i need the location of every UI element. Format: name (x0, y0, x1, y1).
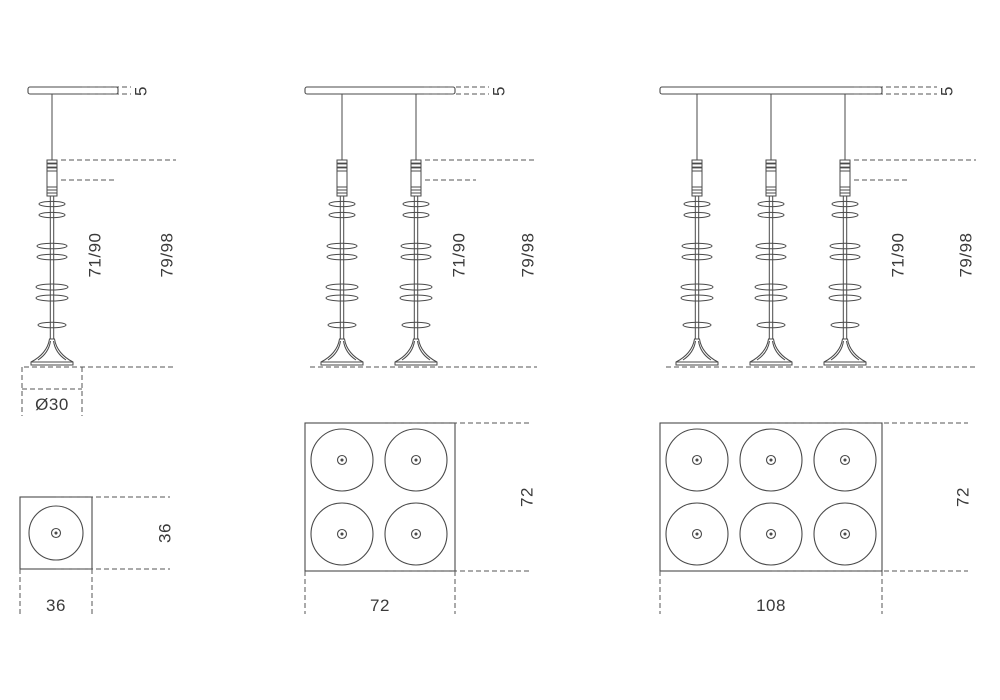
pendant-lamp (320, 93, 364, 366)
dim-plan-width: 108 (756, 596, 786, 615)
pendant-lamp (749, 93, 793, 366)
ceiling-canopy (304, 86, 456, 95)
ceiling-canopy (27, 86, 119, 95)
dim-plan-depth: 36 (156, 523, 175, 543)
dim-plan-depth: 72 (954, 487, 973, 507)
triple-pendant-plan: 72 108 (659, 422, 973, 615)
dim-body-height: 71/90 (450, 232, 469, 277)
pendant-lamp (823, 93, 867, 366)
dimension-lines (19, 496, 170, 614)
dim-plan-width: 36 (46, 596, 66, 615)
dimension-lines (666, 86, 976, 368)
dim-base-diameter: Ø30 (35, 395, 69, 414)
plan-outline (659, 422, 883, 572)
lamp-plan-circle (28, 505, 84, 561)
dim-canopy-thickness: 5 (132, 86, 151, 96)
dim-overall-height: 79/98 (519, 232, 538, 277)
dim-overall-height: 79/98 (158, 232, 177, 277)
dim-canopy-thickness: 5 (938, 86, 957, 96)
ceiling-canopy (659, 86, 883, 95)
pendant-lamp (30, 93, 74, 366)
pendant-lamp (675, 93, 719, 366)
dimension-lines (304, 422, 532, 614)
lamp-plan-circles (665, 428, 877, 566)
dimension-lines (659, 422, 968, 614)
triple-pendant-elevation: 5 71/90 79/98 (659, 86, 976, 368)
dim-body-height: 71/90 (86, 232, 105, 277)
double-pendant-plan: 72 72 (304, 422, 537, 615)
single-pendant-elevation: 5 71/90 79/98 Ø30 (21, 86, 177, 416)
dim-plan-width: 72 (370, 596, 390, 615)
single-pendant-plan: 36 36 (19, 496, 175, 615)
lamp-plan-circles (310, 428, 448, 566)
pendant-lamp (394, 93, 438, 366)
dim-plan-depth: 72 (518, 487, 537, 507)
plan-outline (304, 422, 456, 572)
double-pendant-elevation: 5 71/90 79/98 (304, 86, 538, 368)
dim-body-height: 71/90 (889, 232, 908, 277)
dim-canopy-thickness: 5 (490, 86, 509, 96)
dimension-lines (21, 86, 176, 416)
dimension-lines (310, 86, 537, 368)
dim-overall-height: 79/98 (957, 232, 976, 277)
